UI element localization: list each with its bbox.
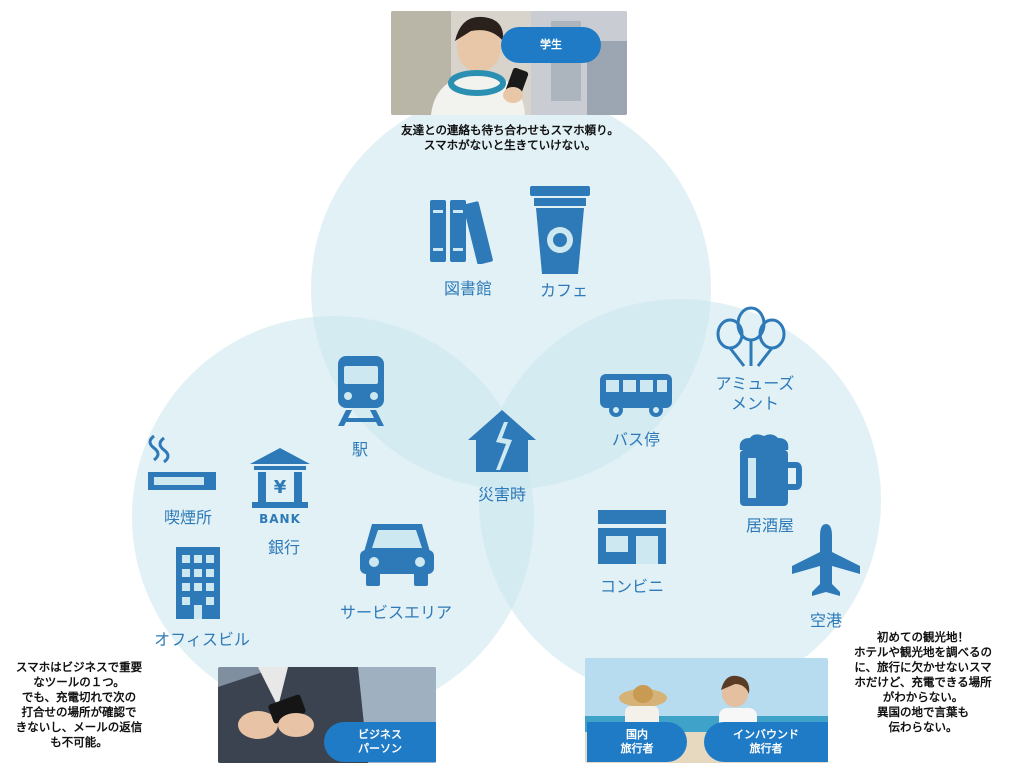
balloons-icon (714, 306, 788, 368)
library-label: 図書館 (443, 279, 492, 298)
domestic-traveler-badge-line-1: 国内 (626, 728, 648, 741)
book-icon (428, 198, 500, 264)
airport-label: 空港 (809, 611, 842, 630)
business-badge-line-2: パーソン (358, 742, 402, 755)
office-building-icon (174, 545, 222, 621)
disaster-label: 災害時 (477, 485, 526, 504)
bank-sign: BANK (259, 512, 301, 526)
bank-label: 銀行 (267, 538, 300, 557)
cigarette-icon (144, 434, 220, 494)
traveler-circle (479, 299, 881, 701)
coffee-cup-icon (528, 184, 592, 276)
convenience-store-icon (596, 508, 668, 566)
business-caption: スマホはビジネスで重要 なツールの１つ。 でも、充電切れで次の 打合せの場所が確… (4, 660, 154, 750)
bus-icon (598, 372, 674, 418)
traveler-caption-line-7: 伝わらない。 (888, 720, 958, 734)
convenience-label: コンビニ (599, 577, 664, 596)
svg-text:¥: ¥ (274, 477, 287, 498)
car-icon (358, 518, 436, 588)
traveler-caption-line-4: ホだけど、充電できる場所 (854, 675, 992, 689)
student-caption-line-2: スマホがないと生きていけない。 (423, 138, 597, 152)
business-caption-line-2: なツールの１つ。 (33, 675, 125, 689)
office-label: オフィスビル (154, 630, 250, 649)
business-caption-line-3: でも、充電切れで次の (21, 690, 137, 704)
cafe-label: カフェ (539, 281, 588, 300)
domestic-traveler-badge: 国内 旅行者 (587, 722, 687, 762)
bank-icon: ¥ BANK (248, 446, 312, 528)
student-caption-line-1: 友達との連絡も待ち合わせもスマホ頼り。 (401, 123, 619, 137)
business-caption-line-4: 打合せの場所が確認で (21, 705, 137, 719)
smoking-label: 喫煙所 (163, 508, 212, 527)
inbound-traveler-badge-line-1: インバウンド (733, 728, 799, 741)
business-circle (132, 316, 534, 718)
inbound-traveler-badge: インバウンド 旅行者 (704, 722, 828, 762)
train-icon (334, 354, 388, 428)
student-badge: 学生 (501, 27, 601, 63)
business-caption-line-5: きないし、メールの返信 (15, 720, 143, 734)
bus-stop-label: バス停 (611, 430, 660, 449)
airplane-icon (790, 522, 862, 598)
beer-mug-icon (734, 432, 804, 508)
student-caption: 友達との連絡も待ち合わせもスマホ頼り。 スマホがないと生きていけない。 (380, 123, 640, 153)
student-badge-label: 学生 (540, 38, 562, 51)
service-area-label: サービスエリア (339, 603, 452, 622)
broken-house-icon (466, 408, 538, 474)
traveler-caption: 初めての観光地！ ホテルや観光地を調べるの に、旅行に欠かせないスマ ホだけど、… (838, 630, 1008, 735)
amusement-label-line-2: メント (730, 394, 779, 413)
business-badge-line-1: ビジネス (358, 728, 402, 741)
business-caption-line-1: スマホはビジネスで重要 (15, 660, 143, 674)
traveler-caption-line-2: ホテルや観光地を調べるの (854, 645, 992, 659)
izakaya-label: 居酒屋 (745, 516, 794, 535)
business-badge: ビジネス パーソン (324, 722, 436, 762)
inbound-traveler-badge-line-2: 旅行者 (749, 742, 783, 755)
domestic-traveler-badge-line-2: 旅行者 (620, 742, 654, 755)
amusement-label: アミューズ メント (700, 374, 810, 414)
traveler-caption-line-6: 異国の地で言葉も (877, 705, 969, 719)
traveler-caption-line-1: 初めての観光地！ (877, 630, 969, 644)
station-label: 駅 (351, 440, 368, 459)
traveler-caption-line-5: がわからない。 (882, 690, 964, 704)
business-caption-line-6: も不可能。 (50, 735, 108, 749)
traveler-caption-line-3: に、旅行に欠かせないスマ (854, 660, 992, 674)
amusement-label-line-1: アミューズ (715, 374, 795, 393)
student-photo (391, 11, 627, 115)
